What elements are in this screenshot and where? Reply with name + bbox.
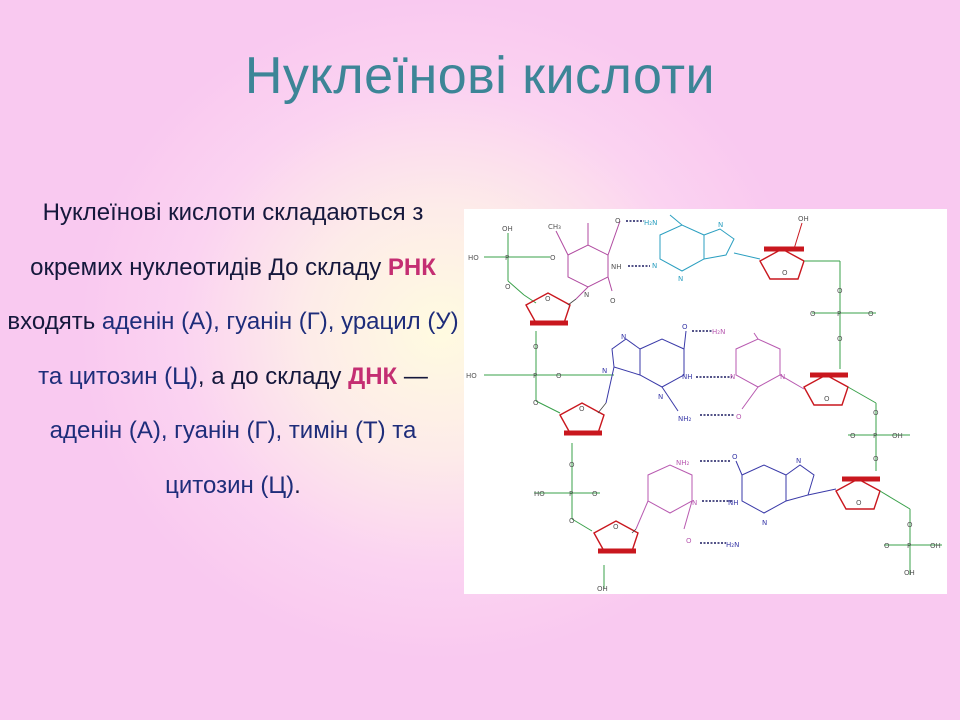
r-sugar3-o: O: [856, 499, 862, 507]
cytosine2-n: N: [692, 499, 697, 507]
guanine2-h2n: H₂N: [726, 541, 739, 549]
thymine-base: [555, 220, 621, 300]
adenine-n3: N: [718, 221, 723, 229]
label-p-2: P: [533, 372, 537, 380]
r-sugar1-o: O: [782, 269, 788, 277]
label-o-5: O: [533, 399, 539, 407]
thymine-nh: NH: [611, 263, 622, 271]
nucleic-acid-structure-diagram: OH HO P O O O HO P O O O HO P O O OH O O: [464, 209, 947, 594]
right-backbone: [804, 260, 942, 575]
cytosine-n2: N: [780, 373, 785, 381]
sugar3-o: O: [613, 523, 619, 531]
label-o-7: O: [592, 490, 598, 498]
left-sugars: O O O: [525, 292, 639, 554]
hbonds-pair1: [626, 220, 650, 267]
guanine-base: [605, 330, 687, 412]
label-oh-1: OH: [502, 225, 513, 233]
hbonds-pair3: [700, 460, 732, 544]
label-ho-3: HO: [534, 490, 545, 498]
guanine2-n1: N: [796, 457, 801, 465]
r-label-o-4: O: [837, 335, 843, 343]
cytosine2-nh2: NH₂: [676, 459, 690, 467]
guanine2-nh: NH: [728, 499, 739, 507]
label-o-6: O: [569, 461, 575, 469]
label-p-1: P: [505, 254, 509, 262]
rna-bases: аденін (А), гуанін (Г), урацил (У) та ци…: [38, 308, 459, 390]
r-label-p-3: P: [907, 542, 911, 550]
r-label-oh-1: OH: [892, 432, 903, 440]
r-label-p-2: P: [873, 432, 877, 440]
guanine-n3: N: [658, 393, 663, 401]
sugar2-o: O: [579, 405, 585, 413]
r-label-oh-2: OH: [930, 542, 941, 550]
r-label-o-6: O: [850, 432, 856, 440]
glycosidic-bonds: [567, 298, 637, 534]
r-label-o-3: O: [868, 310, 874, 318]
body-dash: —: [397, 362, 428, 390]
adenine-base: [659, 214, 735, 272]
body-end: .: [294, 471, 301, 499]
guanine-base-2: [735, 460, 837, 514]
cytosine-n1: N: [730, 373, 735, 381]
label-oh-bottom: OH: [597, 585, 608, 593]
label-o-4: O: [556, 372, 562, 380]
guanine2-n2: N: [762, 519, 767, 527]
adenine-n1: N: [652, 262, 657, 270]
r-label-oh-3: OH: [904, 569, 915, 577]
sugar1-o: O: [545, 295, 551, 303]
guanine-nh: NH: [682, 373, 693, 381]
adenine-h2n: H₂N: [644, 219, 657, 227]
right-sugars: OH: [759, 215, 881, 510]
label-o-3: O: [533, 343, 539, 351]
left-phosphate-labels: OH HO P O O O HO P O O O HO P O O OH: [466, 225, 608, 593]
r-label-o-2: O: [810, 310, 816, 318]
r-label-o-1: O: [837, 287, 843, 295]
body-intro: Нуклеїнові кислоти складаються з окремих…: [30, 199, 424, 281]
label-ho-1: HO: [468, 254, 479, 262]
label-o-8: O: [569, 517, 575, 525]
dna-term: ДНК: [348, 362, 398, 390]
guanine2-o: O: [732, 453, 738, 461]
right-sugar1-oh: OH: [798, 215, 809, 223]
body-and: , а до складу: [197, 362, 349, 390]
guanine-nh2: NH₂: [678, 415, 692, 423]
right-phosphate-labels: O O P O O O O P OH O O O P OH OH O O O: [782, 269, 941, 577]
guanine-n1: N: [621, 333, 626, 341]
nucleotide-chain-svg: OH HO P O O O HO P O O O HO P O O OH O O: [466, 214, 942, 593]
cytosine-base: [735, 332, 805, 410]
thymine-ch3: CH₃: [548, 223, 561, 231]
thymine-n: N: [584, 291, 589, 299]
adenine-n2: N: [678, 275, 683, 283]
r-label-o-5: O: [873, 409, 879, 417]
dna-bases: аденін (А), гуанін (Г), тимін (Т) та цит…: [49, 417, 417, 499]
hbonds-pair2: [692, 330, 734, 416]
thymine-o-top: O: [615, 217, 621, 225]
cytosine-h2n: H₂N: [712, 328, 725, 336]
guanine-o: O: [682, 323, 688, 331]
label-o-1: O: [550, 254, 556, 262]
label-p-3: P: [569, 490, 573, 498]
r-label-o-7: O: [873, 455, 879, 463]
label-ho-2: HO: [466, 372, 477, 380]
cytosine2-o: O: [686, 537, 692, 545]
slide-title: Нуклеїнові кислоти: [244, 47, 716, 105]
body-includes: входять: [7, 308, 102, 335]
cytosine-o: O: [736, 413, 742, 421]
cytosine-base-2: [635, 464, 693, 530]
left-backbone: [484, 233, 614, 589]
r-label-o-8: O: [907, 521, 913, 529]
body-text: Нуклеїнові кислоти складаються з окремих…: [6, 186, 460, 513]
label-o-2: O: [505, 283, 511, 291]
r-label-o-9: O: [884, 542, 890, 550]
r-label-p-1: P: [837, 310, 841, 318]
thymine-o-bottom: O: [610, 297, 616, 305]
guanine-n2: N: [602, 367, 607, 375]
rna-term: РНК: [387, 253, 436, 281]
r-sugar2-o: O: [824, 395, 830, 403]
